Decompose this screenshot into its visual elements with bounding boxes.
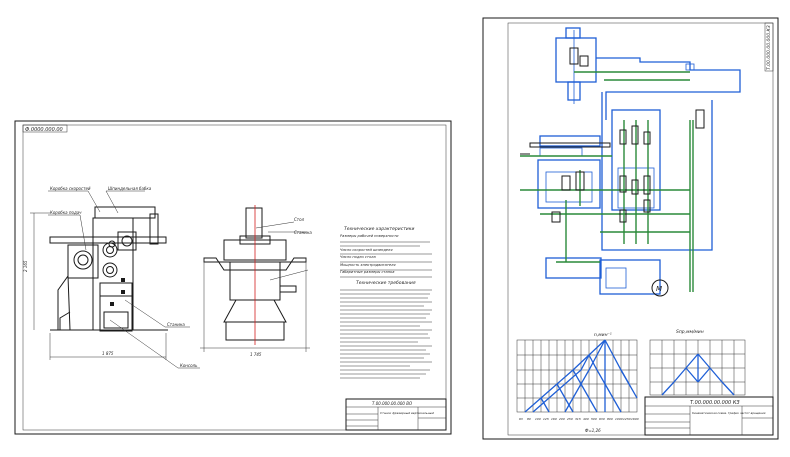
tick-8: 400 bbox=[583, 417, 589, 421]
sheet-right-stamp-box bbox=[764, 22, 774, 72]
tick-11: 800 bbox=[607, 417, 613, 421]
sheet-left-title-name: Станок фрезерный вертикальный bbox=[380, 411, 434, 415]
sheet-left-border bbox=[14, 120, 452, 435]
spec-row-2: Число скоростей шпинделя bbox=[340, 248, 393, 252]
motor-icon bbox=[651, 279, 669, 297]
tick-12: 1000 bbox=[615, 417, 623, 421]
tick-5: 200 bbox=[559, 417, 565, 421]
tick-9: 500 bbox=[591, 417, 597, 421]
tick-4: 160 bbox=[551, 417, 557, 421]
spec-row-3: Число подач стола bbox=[340, 255, 376, 259]
sheet-left: Ф.0000.000.00 bbox=[14, 120, 452, 435]
motor-label: М bbox=[656, 285, 662, 293]
feed-graph: Sпр,мм/мин bbox=[649, 329, 746, 396]
sheet-left-title-code: Т.00.000.00.000 ВО bbox=[372, 401, 412, 406]
callout-frame-side: Станина bbox=[294, 230, 312, 235]
tick-7: 315 bbox=[575, 417, 581, 421]
callout-console: Консоль bbox=[180, 363, 198, 368]
callout-spindle-head: Шпиндельная бабка bbox=[108, 186, 152, 191]
spec-block: Технические характеристики Размеры рабоч… bbox=[340, 226, 432, 379]
sheet-right-border bbox=[482, 17, 779, 440]
tick-10: 630 bbox=[599, 417, 605, 421]
callout-feed-box: Коробка подач bbox=[50, 210, 82, 215]
tick-2: 100 bbox=[535, 417, 541, 421]
kinematic-scheme: М bbox=[520, 27, 741, 297]
sheet-right-stamp: Т.00.000.00.000.КЗ bbox=[766, 25, 772, 70]
dim-height: 2 165 bbox=[23, 260, 28, 272]
sheet-left-stamp: Ф.0000.000.00 bbox=[25, 127, 63, 133]
sheet-right-frame bbox=[507, 22, 774, 436]
tick-0: 63 bbox=[519, 417, 523, 421]
tick-3: 125 bbox=[543, 417, 549, 421]
dim-depth: 1 745 bbox=[250, 352, 262, 357]
sheet-left-frame bbox=[22, 124, 447, 431]
spec-row-1: Размеры рабочей поверхности bbox=[340, 234, 399, 238]
speed-graph-xlabel: Ф=1,26 bbox=[585, 428, 601, 433]
callout-table: Стол bbox=[294, 217, 305, 222]
spec-title: Технические характеристики bbox=[344, 226, 414, 232]
spec-row-4: Мощность электродвигателя bbox=[340, 263, 396, 267]
tick-6: 250 bbox=[567, 417, 573, 421]
sheet-right-title-name: Кинематическая схема. График частот вращ… bbox=[692, 411, 766, 415]
sheet-right: Т.00.000.00.000.КЗ bbox=[482, 17, 779, 440]
machine-front-view bbox=[49, 206, 168, 332]
tick-13: 1250 bbox=[623, 417, 631, 421]
speed-ticks: 63 80 100 125 160 200 250 315 400 500 63… bbox=[519, 417, 639, 421]
spec-row-5: Габаритные размеры станка bbox=[340, 270, 394, 274]
callout-speed-box: Коробка скоростей bbox=[50, 186, 91, 191]
front-view-callouts: Коробка скоростей Шпиндельная бабка Коро… bbox=[48, 186, 200, 369]
tick-1: 80 bbox=[527, 417, 531, 421]
sheet-left-title-block: Т.00.000.00.000 ВО Станок фрезерный верт… bbox=[345, 398, 447, 431]
feed-graph-title: Sпр,мм/мин bbox=[676, 329, 704, 335]
sheet-right-title-block: Т.00.000.00.000 КЗ Кинематическая схема.… bbox=[644, 396, 774, 436]
sheet-right-title-code: Т.00.000.00.000 КЗ bbox=[690, 400, 740, 406]
sheet-left-stamp-box bbox=[22, 124, 68, 133]
dim-width: 1 875 bbox=[102, 351, 114, 356]
tick-14: 1600 bbox=[631, 417, 639, 421]
notes-title: Технические требования bbox=[356, 280, 416, 286]
callout-frame: Станина bbox=[167, 322, 185, 327]
machine-side-view: 1 745 Стол Станина bbox=[200, 205, 312, 357]
front-view-dims: 2 165 1 875 bbox=[23, 212, 167, 360]
speed-graph-title: n,мин⁻¹ bbox=[594, 333, 612, 338]
speed-graph: n,мин⁻¹ Ф=1,26 63 80 100 125 160 200 250… bbox=[516, 333, 639, 433]
